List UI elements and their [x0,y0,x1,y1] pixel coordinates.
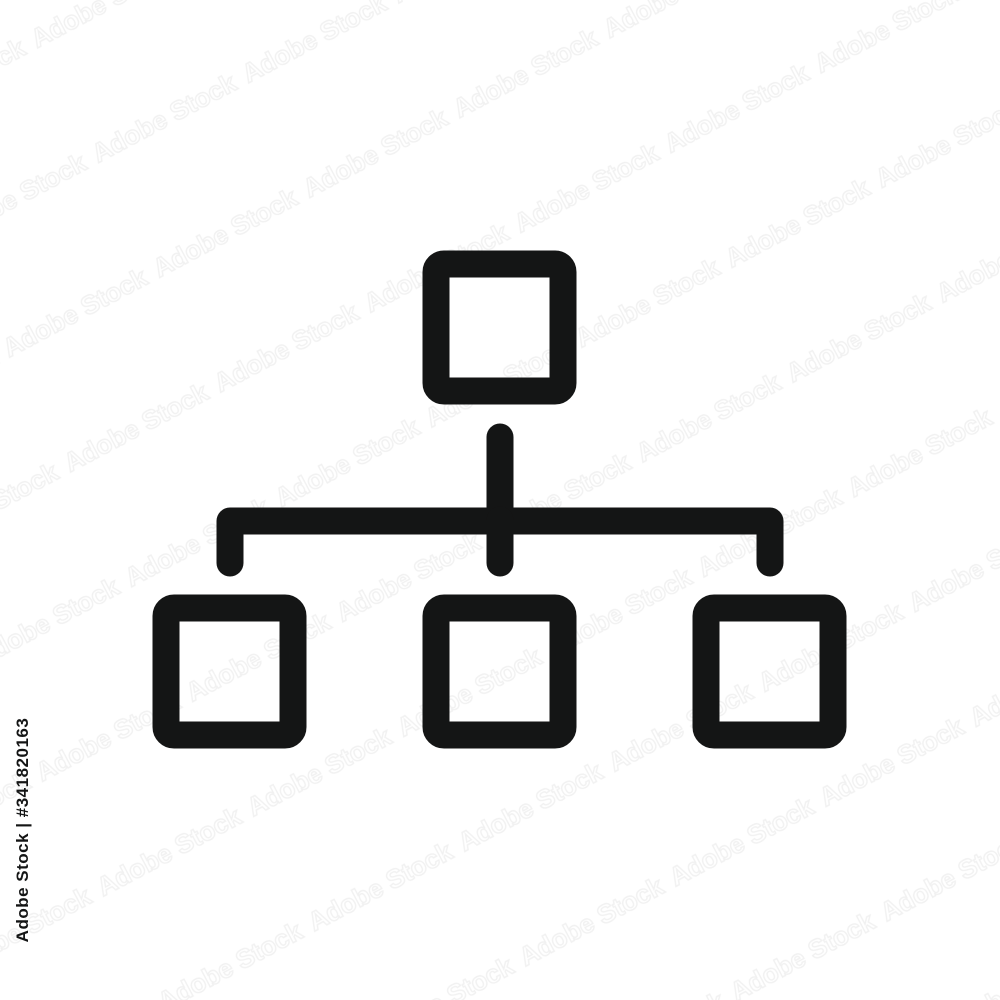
child-node-box-right [692,594,847,749]
stock-id-label: Adobe Stock | #341820163 [13,717,32,943]
child-node-box-left [152,594,307,749]
root-node-box [422,250,577,405]
child-node-box-center [422,594,577,749]
